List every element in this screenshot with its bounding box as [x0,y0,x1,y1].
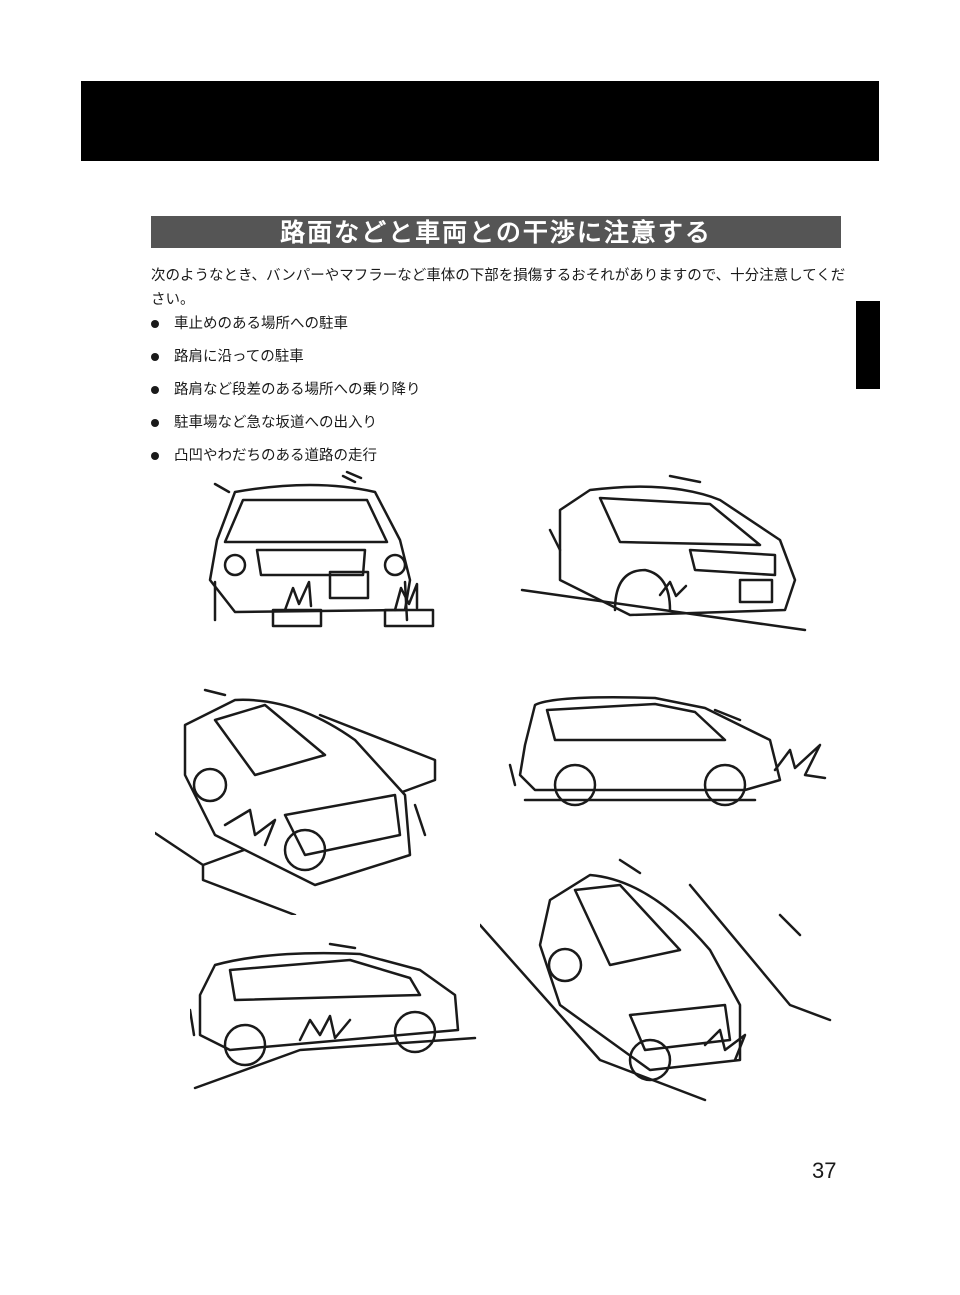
bullet-icon [151,386,159,394]
list-item-text: 凸凹やわだちのある道路の走行 [174,448,377,464]
list-item: 凸凹やわだちのある道路の走行 [151,444,421,477]
list-item-text: 駐車場など急な坂道への出入り [174,415,377,431]
caution-list: 車止めのある場所への駐車 路肩に沿っての駐車 路肩など段差のある場所への乗り降り… [151,312,421,477]
bullet-icon [151,353,159,361]
list-item-text: 車止めのある場所への駐車 [174,316,348,332]
car-curb-icon [155,685,490,915]
chapter-tab [856,301,880,389]
bullet-icon [151,419,159,427]
car-wheel-stop-icon [195,470,445,640]
car-side-bump-icon [505,690,830,810]
section-title: 路面などと車両との干渉に注意する [151,216,841,248]
list-item-text: 路肩に沿っての駐車 [174,349,304,365]
list-item: 駐車場など急な坂道への出入り [151,411,421,444]
intro-text: 次のようなとき、バンパーやマフラーなど車体の下部を損傷するおそれがありますので、… [151,268,846,308]
list-item: 路肩に沿っての駐車 [151,345,421,378]
car-slope-front-icon [520,470,810,640]
list-item: 車止めのある場所への駐車 [151,312,421,345]
car-rut-icon [190,940,480,1090]
bullet-icon [151,320,159,328]
list-item-text: 路肩など段差のある場所への乗り降り [174,382,421,398]
car-road-edge-icon [480,855,835,1105]
header-bar [81,81,879,161]
page-number: 37 [812,1158,837,1183]
list-item: 路肩など段差のある場所への乗り降り [151,378,421,411]
bullet-icon [151,452,159,460]
